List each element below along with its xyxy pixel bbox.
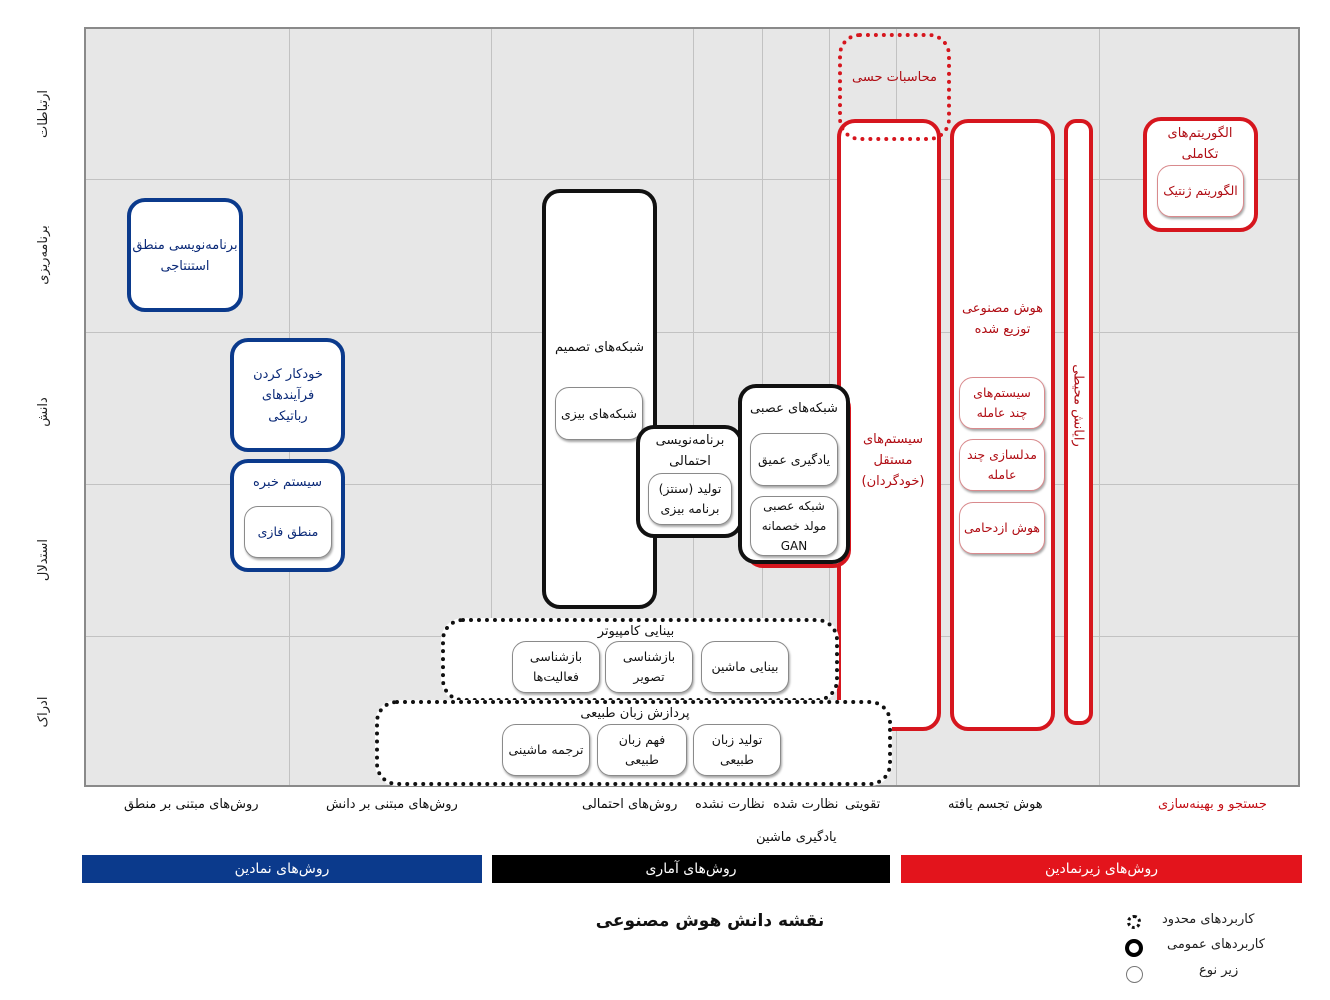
genetic-algorithm-subtype: الگوریتم ژنتیک: [1157, 165, 1244, 217]
nlp-label: پردازش زبان طبیعی: [580, 706, 690, 721]
legend-limited: کاربردهای محدود: [1162, 912, 1255, 927]
y-label-reasoning: استدلال: [36, 538, 51, 582]
activity-recognition-subtype: بازشناسی فعالیت‌ها: [512, 641, 600, 693]
ambient-computing-label: رایانش محیطی: [1070, 364, 1086, 447]
bayesian-networks-subtype: شبکه‌های بیزی: [555, 387, 643, 440]
grid-row-divider: [86, 179, 1298, 180]
thin-circle-icon: [1126, 966, 1143, 983]
probabilistic-programming-label: برنامه‌نویسی احتمالی: [655, 433, 725, 469]
distributed-ai-label: هوش مصنوعی توزیع شده: [961, 301, 1044, 337]
multi-agent-systems-subtype: سیستم‌های چند عامله: [959, 377, 1045, 429]
gan-subtype: شبکه عصبی مولد خصمانه GAN: [750, 496, 838, 556]
program-synthesis-subtype: تولید (سنتز) برنامه بیزی: [648, 473, 732, 525]
logic-programming-label: برنامه‌نویسی منطق استنتاجی: [132, 238, 238, 274]
autonomous-systems-label: سیستم‌های مستقل (خودگردان): [861, 432, 925, 489]
x-label-probabilistic: روش‌های احتمالی: [582, 797, 678, 812]
fuzzy-logic-subtype: منطق فازی: [244, 506, 332, 558]
neural-networks-label: شبکه‌های عصبی: [750, 401, 838, 416]
nl-generation-subtype: تولید زبان طبیعی: [693, 724, 781, 776]
swarm-intelligence-subtype: هوش ازدحامی: [959, 502, 1045, 554]
legend-subtype: زیر نوع: [1199, 963, 1239, 978]
image-recognition-subtype: بازشناسی تصویر: [605, 641, 693, 693]
x-label-knowledge-based: روش‌های مبتنی بر دانش: [326, 797, 458, 812]
band-symbolic: روش‌های نمادین: [82, 855, 482, 883]
bold-circle-icon: [1125, 939, 1143, 957]
x-label-logic-based: روش‌های مبتنی بر منطق: [124, 797, 259, 812]
affective-computing-label: محاسبات حسی: [852, 70, 937, 85]
computer-vision-label: بینایی کامپیوتر: [597, 624, 675, 639]
band-subsymbolic: روش‌های زیرنمادین: [901, 855, 1302, 883]
y-label-perception: ادراک: [36, 696, 51, 728]
x-label-reinforcement: تقویتی: [845, 797, 881, 812]
machine-translation-subtype: ترجمه ماشینی: [502, 724, 590, 776]
expert-system-label: سیستم خبره: [252, 475, 323, 490]
diagram-title: نقشه دانش هوش مصنوعی: [595, 911, 825, 931]
decision-networks-label: شبکه‌های تصمیم: [554, 340, 645, 355]
dotted-circle-icon: [1127, 915, 1141, 929]
ambient-computing-box: [1064, 119, 1093, 725]
y-label-communication: ارتباطات: [36, 90, 51, 138]
band-statistical: روش‌های آماری: [492, 855, 890, 883]
y-label-knowledge: دانش: [36, 397, 51, 427]
legend-general: کاربردهای عمومی: [1167, 937, 1265, 952]
logic-programming-box: [127, 198, 243, 312]
deep-learning-subtype: یادگیری عمیق: [750, 433, 838, 486]
robotic-automation-box: [230, 338, 345, 452]
y-label-planning: برنامه‌ریزی: [36, 225, 51, 285]
agent-modeling-subtype: مدلسازی چند عامله: [959, 439, 1045, 491]
affective-computing-box: [838, 33, 951, 141]
x-label-supervised-unsupervised: نظارت شده نظارت نشده: [695, 797, 839, 812]
machine-vision-subtype: بینایی ماشین: [701, 641, 789, 693]
x-label-machine-learning: یادگیری ماشین: [756, 830, 837, 845]
grid-column-divider: [1099, 29, 1100, 785]
autonomous-systems-box: [837, 119, 941, 731]
robotic-automation-label: خودکار کردن فرآیندهای رباتیکی: [253, 367, 323, 424]
grid-row-divider: [86, 332, 1298, 333]
x-label-search-optimization: جستجو و بهینه‌سازی: [1158, 797, 1267, 812]
x-label-embodied-intelligence: هوش تجسم یافته: [948, 797, 1043, 812]
evolutionary-algorithms-label: الگوریتم‌های تکاملی: [1167, 126, 1233, 162]
nl-understanding-subtype: فهم زبان طبیعی: [597, 724, 687, 776]
grid-column-divider: [693, 29, 694, 785]
grid-column-divider: [491, 29, 492, 785]
